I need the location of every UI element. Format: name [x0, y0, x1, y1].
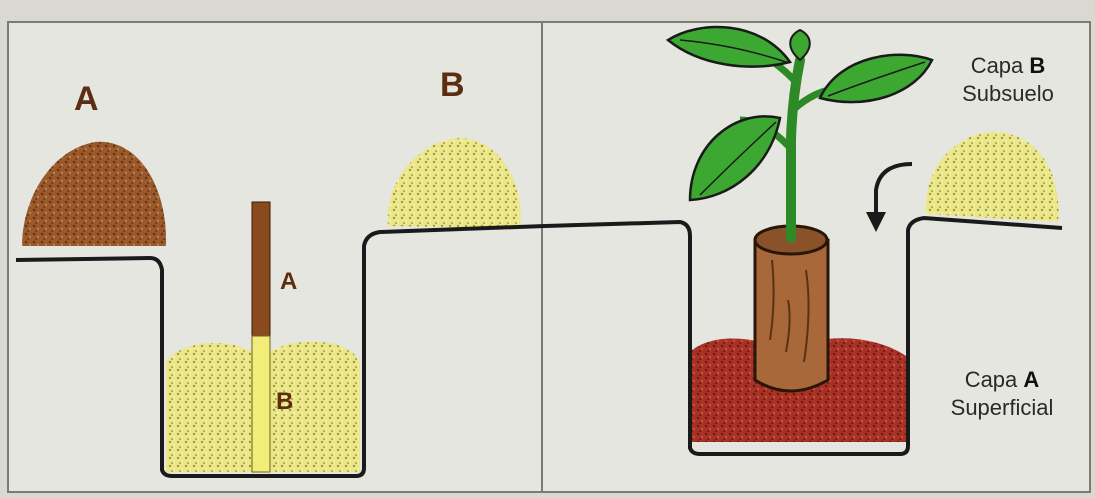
root-ball — [755, 226, 828, 391]
layer-b-name: Subsuelo — [946, 80, 1070, 108]
layer-b-caption: Capa B Subsuelo — [946, 52, 1070, 108]
bar-bottom-label: B — [276, 388, 293, 416]
pit-fill-left-subsoil — [166, 343, 252, 472]
pile-a-label: A — [74, 80, 99, 119]
depth-bar-bottom — [252, 336, 270, 472]
layer-b-prefix: Capa — [971, 53, 1024, 78]
layer-a-title: Capa A — [932, 366, 1072, 394]
layer-a-caption: Capa A Superficial — [932, 366, 1072, 422]
layer-a-name: Superficial — [932, 394, 1072, 422]
layer-b-letter: B — [1029, 53, 1045, 78]
pile-b-label: B — [440, 66, 465, 105]
depth-bar-top — [252, 202, 270, 336]
bar-top-label: A — [280, 268, 297, 296]
layer-a-prefix: Capa — [965, 367, 1018, 392]
layer-a-letter: A — [1023, 367, 1039, 392]
layer-b-title: Capa B — [946, 52, 1070, 80]
